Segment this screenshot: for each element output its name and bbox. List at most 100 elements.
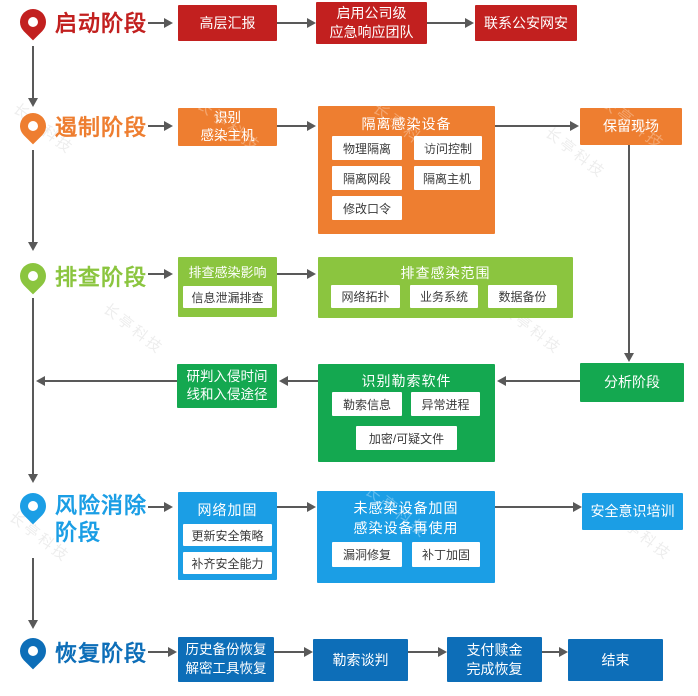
node-label: 联系公安网安 xyxy=(484,14,568,31)
group-infection-scope: 排查感染范围 网络拓扑 业务系统 数据备份 xyxy=(318,257,573,318)
connector-arrowhead xyxy=(304,647,313,657)
node-label-line2: 感染主机 xyxy=(200,128,255,143)
node-label: 结束 xyxy=(601,651,630,668)
connector-line xyxy=(495,506,573,508)
connector-arrowhead xyxy=(164,269,173,279)
connector-arrowhead xyxy=(307,121,316,131)
node-data-backup: 数据备份 xyxy=(488,285,557,308)
connector-line xyxy=(277,506,307,508)
phase-label-risk-line1: 风险消除 xyxy=(55,493,148,518)
node-change-password: 修改口令 xyxy=(332,196,402,220)
node-label-line1: 识别 xyxy=(214,109,241,125)
location-pin-icon xyxy=(14,632,52,670)
group-title-line1: 未感染设备加固 xyxy=(353,500,459,516)
connector-arrowhead xyxy=(164,18,173,28)
connector-arrowhead xyxy=(307,269,316,279)
connector-line xyxy=(148,22,164,24)
node-isolate-segment: 隔离网段 xyxy=(332,166,402,190)
location-pin-icon xyxy=(14,3,52,41)
node-patch-hardening: 补丁加固 xyxy=(412,542,480,567)
node-backup-decrypt-restore: 历史备份恢复 解密工具恢复 xyxy=(178,637,274,682)
connector-arrowhead xyxy=(164,121,173,131)
connector-line xyxy=(628,145,630,353)
node-label: 高层汇报 xyxy=(199,14,256,31)
group-title: 网络加固 xyxy=(197,502,258,518)
connector-arrowhead xyxy=(497,376,506,386)
connector-line xyxy=(148,651,168,653)
node-ransom-negotiation: 勒索谈判 xyxy=(313,639,408,681)
node-label-line2: 线和入侵途径 xyxy=(186,387,268,402)
connector-line xyxy=(288,380,318,382)
connector-arrowhead xyxy=(164,502,173,512)
node-info-leak-check: 信息泄漏排查 xyxy=(183,286,272,308)
connector-arrowhead xyxy=(28,620,38,629)
connector-arrowhead xyxy=(465,18,474,28)
node-abnormal-process: 异常进程 xyxy=(411,392,480,416)
node-business-system: 业务系统 xyxy=(410,285,478,308)
node-update-security-policy: 更新安全策略 xyxy=(183,524,272,546)
group-isolate-infected-devices: 隔离感染设备 物理隔离 访问控制 隔离网段 隔离主机 修改口令 xyxy=(318,106,495,234)
connector-arrowhead xyxy=(573,502,582,512)
connector-line xyxy=(32,558,34,620)
group-title-line2: 感染设备再使用 xyxy=(353,520,459,537)
node-activate-response-team: 启用公司级 应急响应团队 xyxy=(316,2,427,44)
node-executive-report: 高层汇报 xyxy=(178,5,277,41)
connector-line xyxy=(427,22,465,24)
node-access-control: 访问控制 xyxy=(414,136,482,160)
phase-label-recover: 恢复阶段 xyxy=(55,641,148,666)
connector-line xyxy=(32,150,34,242)
group-network-hardening: 网络加固 更新安全策略 补齐安全能力 xyxy=(178,492,277,580)
node-network-topology: 网络拓扑 xyxy=(331,285,400,308)
phase-label-risk: 风险消除 阶段 xyxy=(55,492,147,546)
node-encrypted-files: 加密/可疑文件 xyxy=(356,426,457,450)
connector-line xyxy=(148,125,164,127)
node-label-line1: 启用公司级 xyxy=(336,5,407,22)
phase-label-risk-line2: 阶段 xyxy=(55,520,102,545)
node-label: 保留现场 xyxy=(603,118,659,135)
node-label: 安全意识培训 xyxy=(590,503,675,520)
node-security-awareness-training: 安全意识培训 xyxy=(582,493,683,530)
connector-line xyxy=(277,22,307,24)
node-isolate-host: 隔离主机 xyxy=(414,166,480,190)
connector-arrowhead xyxy=(28,474,38,483)
connector-line xyxy=(32,298,34,474)
node-physical-isolation: 物理隔离 xyxy=(332,136,402,160)
connector-line xyxy=(32,46,34,98)
node-label-line1: 历史备份恢复 xyxy=(185,642,267,658)
connector-arrowhead xyxy=(438,647,447,657)
connector-line xyxy=(274,651,304,653)
connector-line xyxy=(277,125,307,127)
group-identify-ransomware: 识别勒索软件 勒索信息 异常进程 加密/可疑文件 xyxy=(318,364,495,462)
node-fill-security-capability: 补齐安全能力 xyxy=(183,552,272,574)
node-label: 勒索谈判 xyxy=(332,651,389,668)
connector-line xyxy=(506,380,580,382)
connector-arrowhead xyxy=(36,376,45,386)
connector-line xyxy=(277,273,307,275)
group-title: 排查感染范围 xyxy=(400,265,491,281)
watermark-text: 长亭科技 xyxy=(99,300,167,359)
connector-arrowhead xyxy=(624,353,634,362)
group-infection-impact: 排查感染影响 信息泄漏排查 xyxy=(178,257,277,317)
connector-line xyxy=(542,651,559,653)
connector-arrowhead xyxy=(570,121,579,131)
node-label: 分析阶段 xyxy=(604,374,660,391)
phase-label-investigate: 排查阶段 xyxy=(55,265,148,290)
location-pin-icon xyxy=(14,257,52,295)
connector-line xyxy=(148,506,164,508)
phase-label-start: 启动阶段 xyxy=(55,11,148,36)
node-label-line2: 应急响应团队 xyxy=(329,24,414,40)
connector-line xyxy=(148,273,164,275)
group-device-hardening: 未感染设备加固 感染设备再使用 漏洞修复 补丁加固 xyxy=(317,491,495,583)
connector-arrowhead xyxy=(28,98,38,107)
connector-arrowhead xyxy=(28,242,38,251)
connector-line xyxy=(495,125,570,127)
node-identify-infected-hosts: 识别 感染主机 xyxy=(178,108,277,146)
phase-label-contain: 遏制阶段 xyxy=(55,115,148,140)
connector-arrowhead xyxy=(559,647,568,657)
connector-arrowhead xyxy=(168,647,177,657)
group-title: 识别勒索软件 xyxy=(361,373,452,389)
group-title: 未感染设备加固 感染设备再使用 xyxy=(317,498,495,539)
node-ransom-info: 勒索信息 xyxy=(332,392,402,416)
node-judge-intrusion-timeline: 研判入侵时间 线和入侵途径 xyxy=(177,364,277,408)
